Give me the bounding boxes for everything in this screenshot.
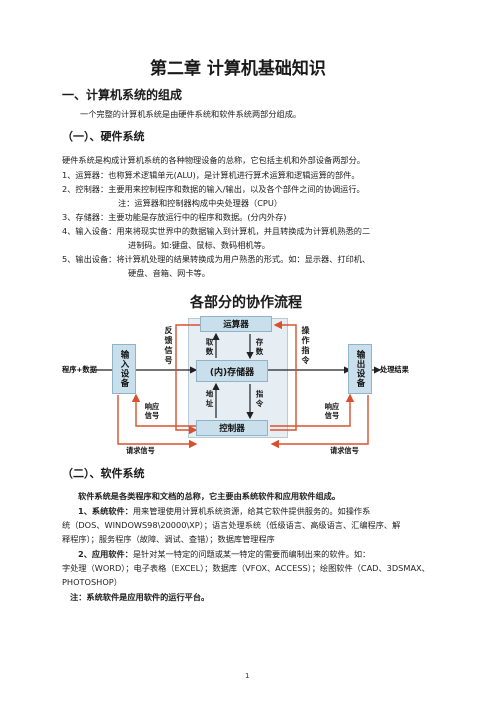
alu-box: 运算器 [200, 316, 272, 332]
software-lead: 软件系统是各类程序和文档的总称，它主要由系统软件和应用软件组成。 [78, 491, 341, 501]
hardware-item-alu: 1、运算器：也称算术逻辑单元(ALU)，是计算机进行算术运算和逻辑运算的部件。 [62, 170, 360, 180]
label-fetch: 取数 [205, 338, 214, 357]
label-response-left: 响应信号 [144, 402, 160, 420]
arrow-response-right [270, 393, 355, 427]
input-device-box: 输入设备 [112, 344, 136, 394]
system-software-text: 用来管理使用计算机系统资源，给其它软件提供服务的。如操作系 [132, 506, 371, 516]
app-software-line2: 字处理（WORD）；电子表格（EXCEL）；数据库（VFOX、ACCESS）；绘… [62, 563, 430, 573]
label-response-right: 响应信号 [324, 402, 340, 420]
hardware-item-memory: 3、存储器：主要功能是存放运行中的程序和数据。(分内外存) [62, 212, 287, 222]
label-feedback: 反馈信号 [164, 326, 173, 366]
app-software-text: 是针对某一特定的问题或某一特定的需要而编制出来的软件。如： [132, 549, 371, 559]
arrow-feedback [175, 324, 200, 435]
diagram-title: 各部分的协作流程 [190, 295, 302, 311]
app-software-label: 2、应用软件： [78, 549, 133, 559]
label-store: 存数 [255, 338, 264, 357]
section-heading-1: 一、计算机系统的组成 [62, 88, 183, 102]
hardware-description: 硬件系统是构成计算机系统的各种物理设备的总称，它包括主机和外部设备两部分。 [62, 155, 365, 165]
label-program-data: 程序+数据 [62, 365, 97, 374]
label-request-left: 请求信号 [126, 446, 155, 455]
hardware-item-input-cont: 进制码。如:键盘、鼠标、数码相机等。 [128, 240, 270, 250]
arrow-request-right [270, 395, 369, 449]
arrow-operation [270, 320, 297, 431]
page-number: 1 [245, 672, 250, 680]
system-software-line2: 统（DOS、WINDOWS98\20000\XP）；语言处理系统（低级语言、高级… [62, 520, 401, 530]
output-device-box: 输出设备 [348, 344, 372, 394]
label-result: 处理结果 [380, 365, 409, 374]
app-software-line3: PHOTOSHOP） [62, 577, 122, 587]
subsection-software: （二）、软件系统 [62, 467, 145, 480]
label-address: 地址 [205, 390, 214, 409]
software-note: 注：系统软件是应用软件的运行平台。 [70, 592, 210, 602]
label-operation: 操作指令 [301, 326, 310, 366]
hardware-item-output-cont: 硬盘、音箱、网卡等。 [128, 268, 210, 278]
system-software-label: 1、系统软件： [78, 506, 133, 516]
hardware-item-input: 4、输入设备：用来将现实世界中的数据输入到计算机，并且转换成为计算机熟悉的二 [62, 226, 371, 236]
label-request-right: 请求信号 [330, 446, 359, 455]
hardware-note-cpu: 注：运算器和控制器构成中央处理器（CPU） [118, 198, 283, 208]
memory-box: (内)存储器 [196, 360, 268, 382]
intro-paragraph: 一个完整的计算机系统是由硬件系统和软件系统两部分组成。 [80, 109, 302, 119]
app-software-line1: 2、应用软件：是针对某一特定的问题或某一特定的需要而编制出来的软件。如： [78, 548, 370, 560]
system-software-line3: 释程序）；服务程序（故障、调试、查错）；数据库管理程序 [62, 534, 275, 544]
label-instruction: 指令 [255, 390, 264, 409]
arrow-request-left [117, 395, 198, 449]
subsection-hardware: （一）、硬件系统 [62, 130, 145, 143]
page-title: 第二章 计算机基础知识 [150, 59, 326, 79]
hardware-item-controller: 2、控制器：主要用来控制程序和数据的输入/输出，以及各个部件之间的协调运行。 [62, 184, 365, 194]
controller-box: 控制器 [196, 420, 268, 436]
hardware-item-output: 5、输出设备：将计算机处理的结果转换成为用户熟悉的形式。如：显示器、打印机、 [62, 254, 371, 264]
arrow-response-left [131, 393, 196, 427]
system-software-line1: 1、系统软件：用来管理使用计算机系统资源，给其它软件提供服务的。如操作系 [78, 505, 370, 517]
